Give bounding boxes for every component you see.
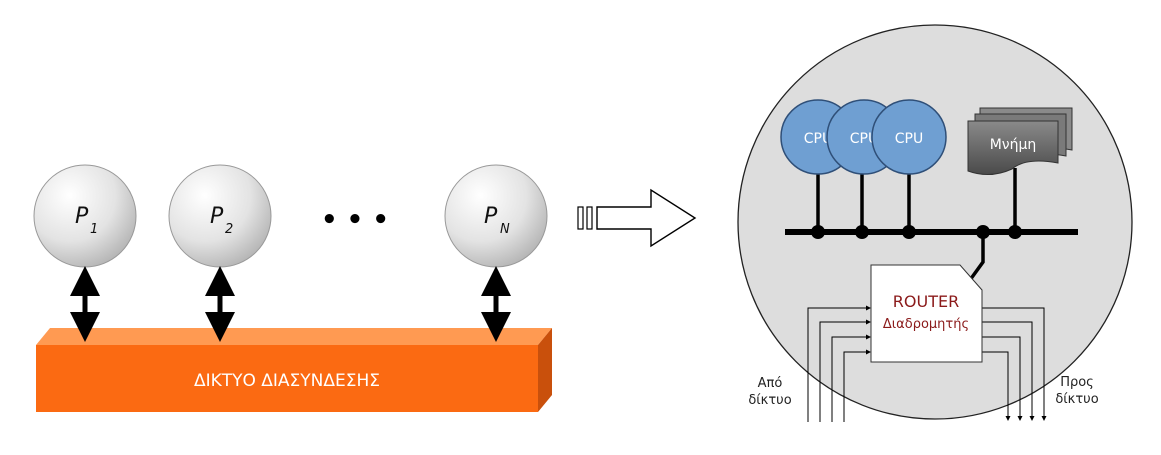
router-connector [968, 232, 985, 282]
network-side-face [538, 328, 552, 412]
bus-junction [855, 225, 869, 239]
expand-arrow-icon [577, 188, 697, 248]
cpu-label: CPU [850, 131, 878, 147]
cpu-label: CPU [804, 131, 832, 147]
cpu-label: CPU [895, 131, 923, 147]
from-network-label-line2: δίκτυο [748, 393, 791, 408]
processor-letter: P [484, 204, 498, 229]
bus-junction [811, 225, 825, 239]
to-network-label-line2: δίκτυο [1055, 392, 1098, 407]
processor-subscript: 2 [225, 222, 233, 237]
router-outputs [982, 307, 1047, 421]
bus-junction [976, 225, 990, 239]
router-inputs [807, 305, 871, 422]
interconnection-network: ΔΙΚΤΥΟ ΔΙΑΣΥΝΔΕΣΗΣ [36, 328, 552, 412]
memory-stack: Μνήμη [967, 107, 1073, 175]
cpu-3: CPU [871, 99, 947, 175]
network-front-face [36, 345, 538, 412]
router-title: ROUTER [893, 292, 959, 311]
network-label: ΔΙΚΤΥΟ ΔΙΑΣΥΝΔΕΣΗΣ [194, 371, 380, 391]
processor-letter: P [75, 204, 89, 229]
processor-node-2: P 2 [168, 164, 272, 268]
processor-letter: P [210, 204, 224, 229]
bus-junction [1008, 225, 1022, 239]
processor-subscript: 1 [90, 222, 98, 237]
from-network-label-line1: Από [758, 376, 783, 391]
memory-label: Μνήμη [990, 137, 1037, 153]
node-detail: CPU CPU CPU Μνήμη [737, 24, 1133, 422]
ellipsis: • • • [321, 205, 389, 235]
processor-node-n: P N [444, 164, 548, 268]
bus-junction [902, 225, 916, 239]
router-subtitle: Διαδρομητής [883, 317, 969, 332]
to-network-label-line1: Προς [1060, 375, 1094, 390]
processor-node-1: P 1 [33, 164, 137, 268]
processor-subscript: N [500, 222, 510, 237]
router-box: ROUTER Διαδρομητής [870, 264, 983, 363]
network-top-face [36, 328, 552, 345]
